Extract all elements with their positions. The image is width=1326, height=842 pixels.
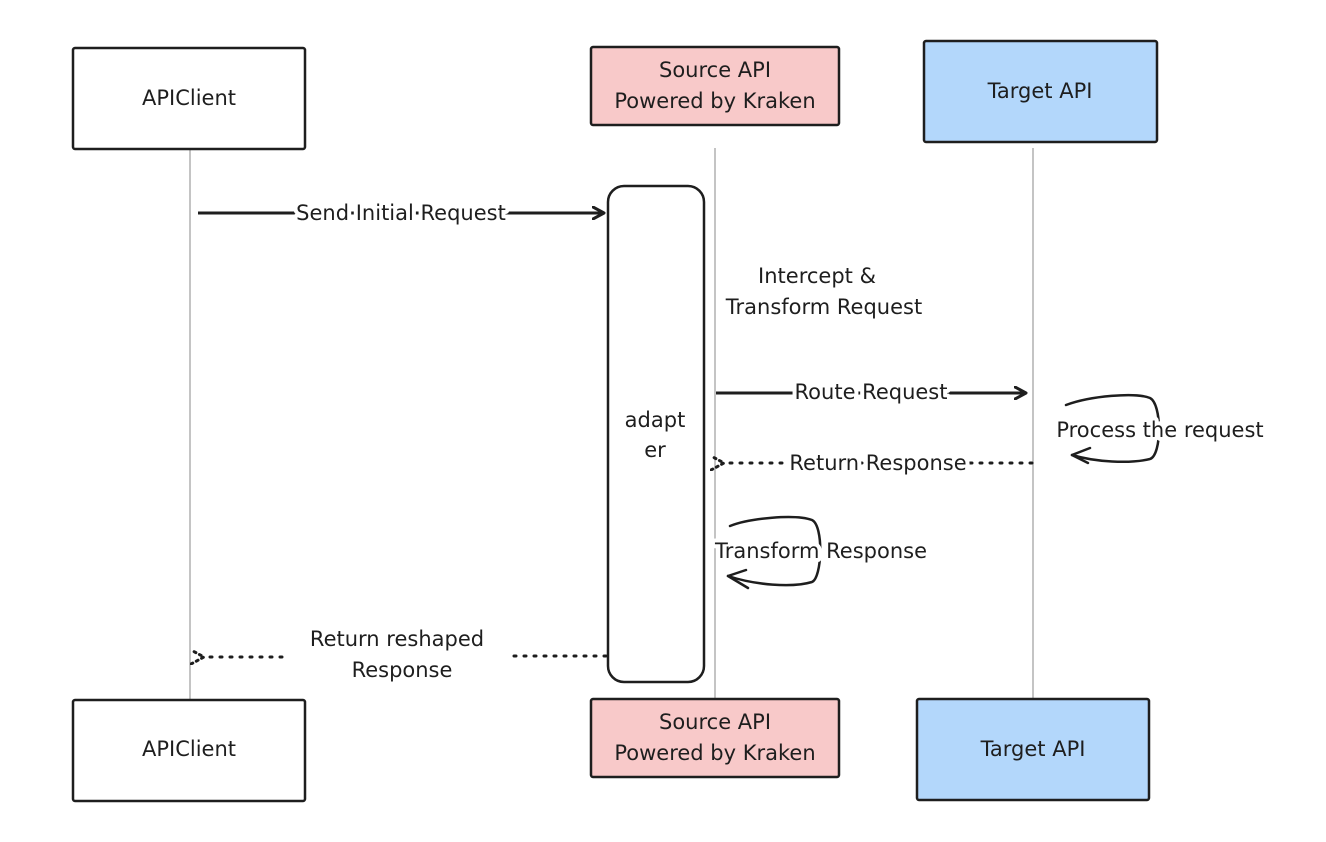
note-label-line1: Intercept & [758, 264, 876, 288]
activation-label-line2: er [644, 438, 666, 462]
participant-apiclient-bottom: APIClient [71, 698, 307, 803]
participant-label-line1: Source API [659, 710, 771, 734]
message-label: Process the request [1056, 418, 1263, 442]
participant-label: Target API [987, 79, 1093, 103]
participant-label-line2: Powered by Kraken [614, 89, 815, 113]
message-label-line2: Response [352, 658, 453, 682]
message-label: Return Response [789, 451, 966, 475]
participant-label: APIClient [142, 737, 236, 761]
self-message-transform-response: Transform Response [710, 515, 931, 590]
message-label: Route Request [795, 380, 948, 404]
participant-source-api-bottom: Source API Powered by Kraken [589, 697, 841, 779]
participant-label-line1: Source API [659, 58, 771, 82]
note-intercept-transform-request: Intercept & Transform Request [725, 264, 922, 319]
participant-label-line2: Powered by Kraken [614, 741, 815, 765]
message-send-initial-request: Send Initial Request [198, 197, 604, 229]
participant-target-api-bottom: Target API [915, 697, 1151, 802]
activation-label-line1: adapt [625, 408, 686, 432]
message-return-response: Return Response [724, 451, 1034, 475]
message-label: Transform Response [714, 539, 927, 563]
participant-target-api-top: Target API [922, 39, 1159, 144]
note-label-line2: Transform Request [725, 295, 922, 319]
participant-label: APIClient [142, 86, 236, 110]
message-return-reshaped-response: Return reshaped Response [204, 627, 608, 682]
activation-adapter: adapt er [606, 184, 706, 684]
participant-source-api-top: Source API Powered by Kraken [589, 45, 841, 127]
message-label: Send Initial Request [296, 201, 506, 225]
participant-apiclient-top: APIClient [71, 46, 307, 151]
participant-label: Target API [980, 737, 1086, 761]
self-message-process-request: Process the request [1052, 393, 1268, 465]
message-route-request: Route Request [716, 376, 1026, 408]
message-label-line1: Return reshaped [310, 627, 484, 651]
